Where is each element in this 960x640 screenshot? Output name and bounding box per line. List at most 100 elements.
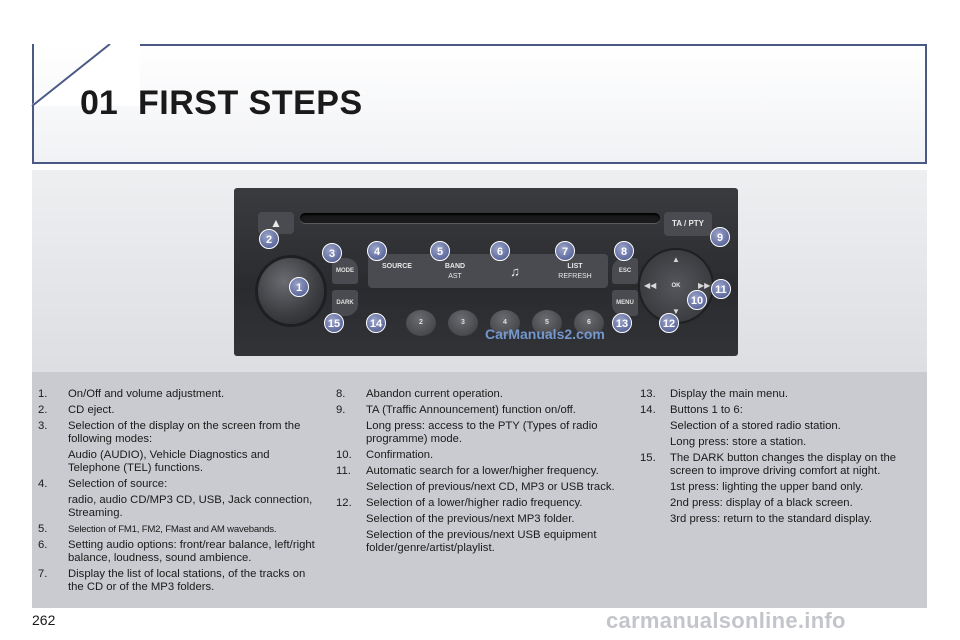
item-text: CD eject.	[68, 404, 115, 416]
item-text: Selection of source:	[68, 478, 168, 490]
item-subtext: radio, audio CD/MP3 CD, USB, Jack connec…	[68, 494, 313, 519]
callout-badge: 6	[490, 241, 510, 261]
list-button-label: LIST REFRESH	[550, 262, 600, 282]
header-corner-decoration	[30, 44, 140, 106]
item-text: The DARK button changes the display on t…	[670, 452, 897, 477]
page-number: 262	[32, 612, 56, 628]
music-note-icon: ♫	[510, 264, 520, 279]
item-subtext: Audio (AUDIO), Vehicle Diagnostics and T…	[68, 449, 270, 474]
page-title: FIRST STEPS	[138, 84, 363, 122]
item-number: 12.	[336, 497, 352, 509]
item-text: Display the list of local stations, of t…	[68, 568, 306, 593]
menu-button-label: MENU	[612, 290, 638, 316]
item-text: Automatic search for a lower/higher freq…	[366, 465, 599, 477]
ok-button-label: OK	[671, 283, 681, 289]
arrow-down-icon: ▼	[672, 307, 680, 316]
item-text: Confirmation.	[366, 449, 434, 461]
item-text: Abandon current operation.	[366, 388, 503, 400]
item-subtext: 2nd press: display of a black screen.	[670, 497, 853, 509]
arrow-left-icon: ◀◀	[644, 281, 657, 290]
callout-badge: 3	[322, 243, 342, 263]
callout-badge: 1	[289, 277, 309, 297]
item-number: 4.	[38, 478, 48, 490]
arrow-right-icon: ▶▶	[698, 281, 711, 290]
legend-item: 8. Abandon current operation.	[336, 388, 626, 401]
callout-badge: 9	[710, 227, 730, 247]
band-button-label: BAND AST	[430, 262, 480, 282]
callout-badge: 8	[614, 241, 634, 261]
cd-slot	[300, 213, 660, 223]
direction-pad	[640, 250, 712, 322]
item-number: 7.	[38, 568, 48, 580]
item-subtext: 1st press: lighting the upper band only.	[670, 481, 864, 493]
legend-item: 15. The DARK button changes the display …	[640, 452, 920, 526]
band-sub-label: AST	[448, 273, 462, 280]
footer-watermark: carmanualsonline.info	[606, 608, 846, 633]
legend-item: 5. Selection of FM1, FM2, FMast and AM w…	[38, 523, 324, 536]
legend-item: 12. Selection of a lower/higher radio fr…	[336, 497, 626, 555]
item-number: 3.	[38, 420, 48, 432]
callout-badge: 7	[555, 241, 575, 261]
item-text: Selection of the display on the screen f…	[68, 420, 301, 445]
preset-button: 4	[490, 310, 520, 336]
item-number: 11.	[336, 465, 351, 477]
item-text: Buttons 1 to 6:	[670, 404, 743, 416]
item-text: Display the main menu.	[670, 388, 789, 400]
callout-badge: 5	[430, 241, 450, 261]
callout-badge: 13	[612, 313, 632, 333]
legend-item: 14. Buttons 1 to 6: Selection of a store…	[640, 404, 920, 449]
item-subtext: Long press: store a station.	[670, 436, 807, 448]
legend-item: 6. Setting audio options: front/rear bal…	[38, 539, 324, 565]
item-subtext: 3rd press: return to the standard displa…	[670, 513, 872, 525]
preset-button: 5	[532, 310, 562, 336]
item-number: 10.	[336, 449, 352, 461]
item-number: 9.	[336, 404, 346, 416]
header-band	[32, 44, 927, 164]
item-number: 5.	[38, 523, 48, 535]
callout-badge: 12	[659, 313, 679, 333]
item-text: Setting audio options: front/rear balanc…	[68, 539, 315, 564]
item-text: On/Off and volume adjustment.	[68, 388, 225, 400]
callout-badge: 4	[367, 241, 387, 261]
item-text: TA (Traffic Announcement) function on/of…	[366, 404, 576, 416]
ta-pty-button-label: TA / PTY	[664, 212, 712, 236]
mode-button-label: MODE	[332, 258, 358, 284]
list-label: LIST	[567, 263, 583, 270]
band-label: BAND	[444, 263, 466, 270]
list-sub-label: REFRESH	[558, 273, 592, 280]
legend-item: 11. Automatic search for a lower/higher …	[336, 465, 626, 494]
item-number: 6.	[38, 539, 48, 551]
legend-column-3: 13. Display the main menu. 14. Buttons 1…	[640, 388, 920, 529]
source-button-label: SOURCE	[382, 263, 412, 270]
item-subtext: Long press: access to the PTY (Types of …	[366, 420, 598, 445]
callout-badge: 15	[324, 313, 344, 333]
item-number: 8.	[336, 388, 346, 400]
item-number: 1.	[38, 388, 48, 400]
image-watermark: CarManuals2.com	[485, 326, 605, 342]
preset-button: 6	[574, 310, 604, 336]
dark-button-label: DARK	[332, 290, 358, 316]
legend-item: 9. TA (Traffic Announcement) function on…	[336, 404, 626, 446]
preset-button: 3	[448, 310, 478, 336]
callout-badge: 10	[687, 290, 707, 310]
legend-item: 13. Display the main menu.	[640, 388, 920, 401]
legend-item: 2. CD eject.	[38, 404, 324, 417]
item-number: 15.	[640, 452, 656, 464]
legend-item: 4. Selection of source: radio, audio CD/…	[38, 478, 324, 520]
preset-button: 2	[406, 310, 436, 336]
eject-icon: ▲	[258, 212, 294, 234]
legend-item: 3. Selection of the display on the scree…	[38, 420, 324, 475]
item-subtext: Selection of a stored radio station.	[670, 420, 841, 432]
legend-item: 1. On/Off and volume adjustment.	[38, 388, 324, 401]
legend-column-2: 8. Abandon current operation. 9. TA (Tra…	[336, 388, 626, 558]
item-subtext: Selection of previous/next CD, MP3 or US…	[366, 481, 615, 493]
item-text: Selection of a lower/higher radio freque…	[366, 497, 583, 509]
callout-badge: 14	[366, 313, 386, 333]
legend-item: 10. Confirmation.	[336, 449, 626, 462]
header-top-border	[108, 44, 927, 46]
callout-badge: 2	[259, 229, 279, 249]
arrow-up-icon: ▲	[672, 255, 680, 264]
item-number: 14.	[640, 404, 656, 416]
legend-column-1: 1. On/Off and volume adjustment. 2. CD e…	[38, 388, 324, 597]
callout-badge: 11	[711, 279, 731, 299]
